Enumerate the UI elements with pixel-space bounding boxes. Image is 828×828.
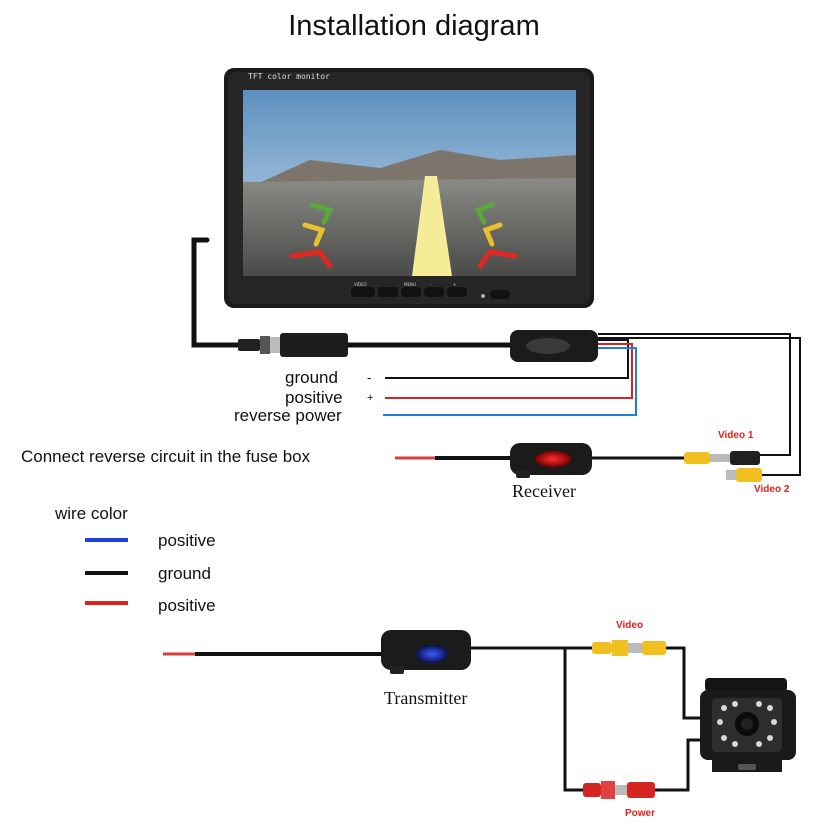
splitter-box: [510, 330, 598, 362]
monitor-button-2[interactable]: [378, 287, 398, 297]
legend-label-red: positive: [158, 596, 216, 615]
transmitter-label: Transmitter: [384, 688, 468, 708]
power-button[interactable]: [490, 290, 510, 299]
rca-video-transmitter: [592, 640, 666, 656]
aviation-connector: [238, 333, 348, 357]
video-2-label: Video 2: [754, 484, 790, 495]
transmitter: [381, 630, 471, 674]
power-connector: [583, 781, 655, 799]
monitor-button-label-5: +: [453, 282, 457, 287]
monitor-button-4[interactable]: [424, 287, 444, 297]
monitor-button-3[interactable]: [401, 287, 421, 297]
rca-video-1: [684, 451, 760, 465]
monitor: [224, 68, 594, 308]
legend-title: wire color: [55, 504, 128, 523]
monitor-cable: [191, 237, 515, 348]
fuse-box-label: Connect reverse circuit in the fuse box: [21, 447, 311, 466]
legend-label-black: ground: [158, 564, 211, 583]
power-label: Power: [625, 808, 656, 819]
monitor-button-label-1: VIDEO: [354, 282, 367, 287]
video-transmitter-label: Video: [616, 620, 644, 631]
video-1-label: Video 1: [718, 430, 754, 441]
transmitter-wiring: [163, 646, 708, 792]
power-led-icon: [481, 294, 485, 298]
parking-guide-right: [474, 202, 518, 269]
parking-guide-left: [289, 202, 334, 269]
ground-wire-sign: -: [367, 370, 372, 385]
receiver-label: Receiver: [512, 481, 576, 501]
road-center-line: [412, 176, 452, 276]
positive-wire-label: positive: [285, 388, 343, 407]
splitter-output-wires: [383, 333, 801, 476]
ir-leds: [717, 701, 777, 747]
rca-video-2: [726, 468, 762, 482]
monitor-button-label-4: -: [430, 282, 432, 287]
ground-wire-label: ground: [285, 368, 338, 387]
monitor-brand-text: TFT color monitor: [248, 72, 330, 81]
legend-label-blue: positive: [158, 531, 216, 550]
reverse-power-label: reverse power: [234, 406, 342, 425]
receiver: [510, 443, 592, 478]
backup-camera: [700, 678, 796, 772]
legend-swatches: [85, 538, 128, 605]
monitor-button-label-3: MENU: [404, 282, 416, 287]
positive-wire-sign: +: [367, 392, 374, 404]
receiver-led-icon: [535, 451, 571, 467]
monitor-button-5[interactable]: [447, 287, 467, 297]
monitor-button-1[interactable]: [351, 287, 375, 297]
diagram-title: Installation diagram: [288, 10, 540, 42]
transmitter-led-icon: [416, 645, 448, 663]
